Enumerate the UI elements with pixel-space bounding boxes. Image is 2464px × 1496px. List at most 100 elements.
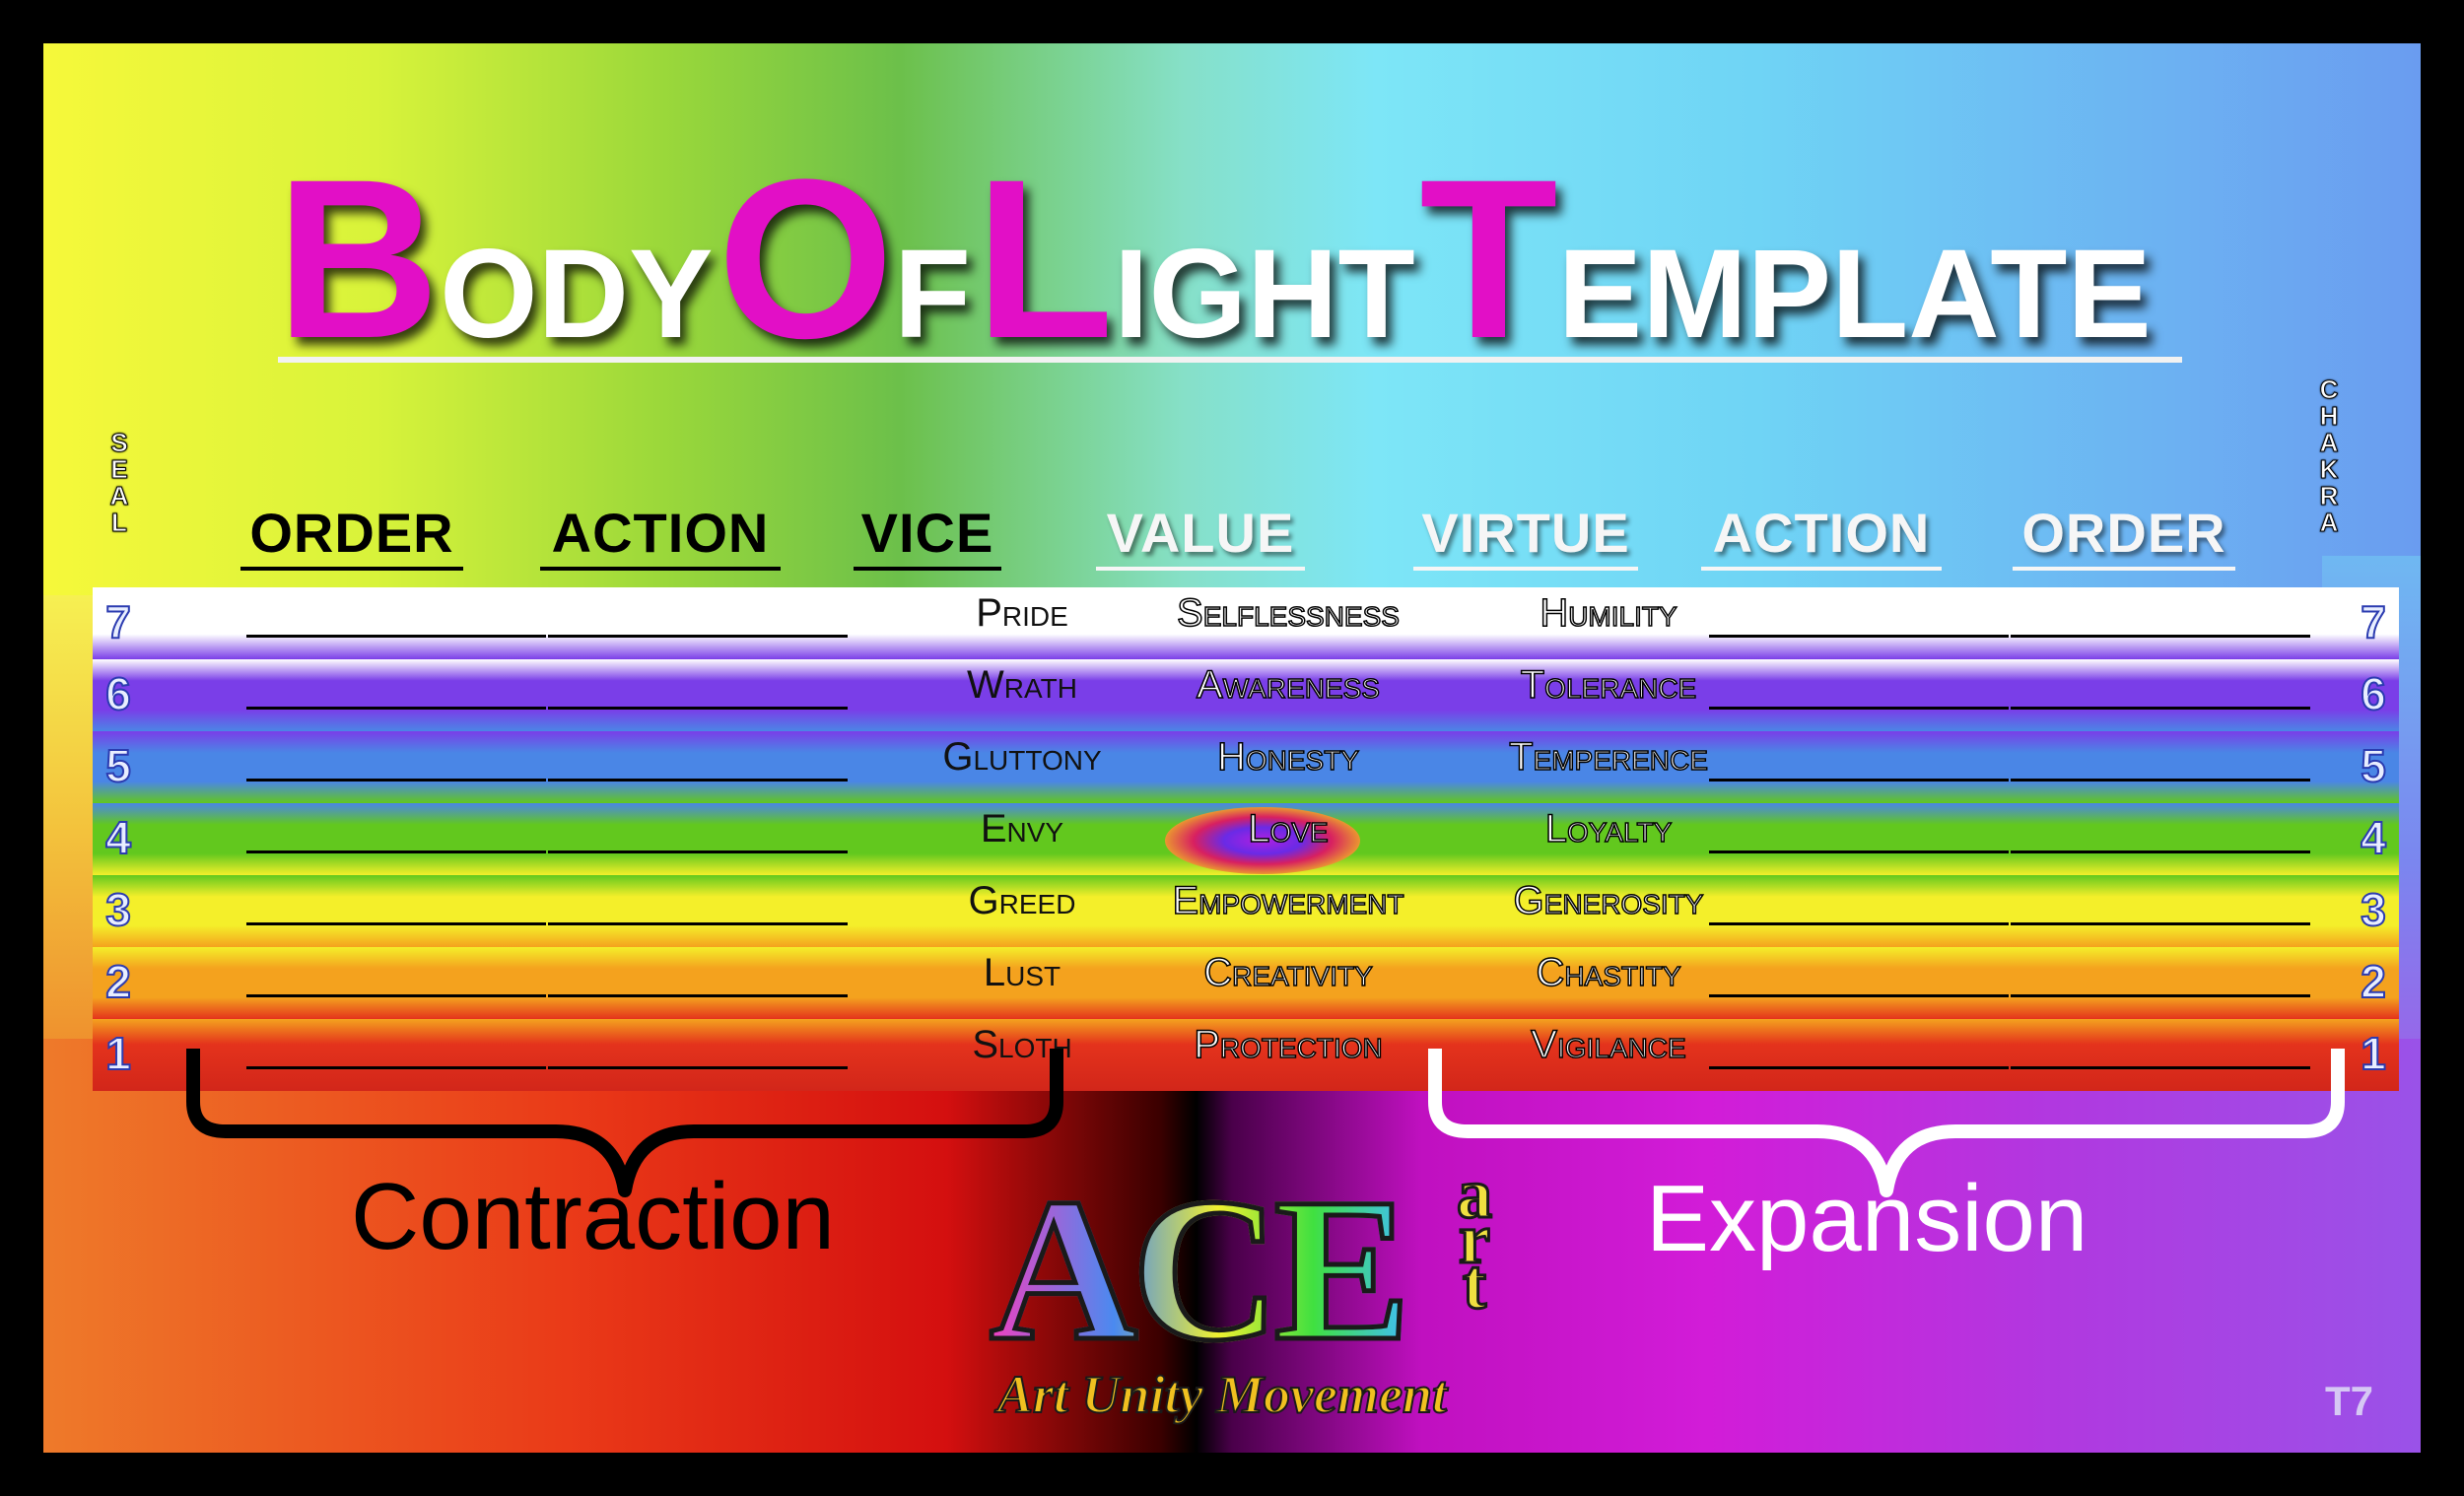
chakra-letter: K [2319, 454, 2339, 484]
contraction-brace [186, 1049, 1063, 1197]
right-order-blank[interactable] [2011, 707, 2310, 710]
left-order-blank[interactable] [246, 922, 546, 925]
seal-letter: A [109, 481, 129, 510]
left-action-blank[interactable] [548, 1066, 848, 1069]
right-order-blank[interactable] [2011, 779, 2310, 782]
right-action-blank[interactable] [1709, 1066, 2009, 1069]
chakra-number: 1 [2360, 1027, 2387, 1080]
seal-number: 1 [104, 1027, 132, 1080]
vice-cell: Wrath [967, 663, 1077, 707]
virtue-cell: Loyalty [1544, 806, 1673, 851]
vice-cell: Greed [968, 879, 1076, 922]
title-initial: O [717, 132, 894, 385]
title-word: IGHT [1113, 224, 1415, 365]
left-action-blank[interactable] [548, 635, 848, 638]
bottom-gradient [43, 1039, 2421, 1453]
left-action-blank[interactable] [548, 994, 848, 997]
virtue-cell: Vigilance [1531, 1022, 1687, 1067]
seal-letter: S [110, 428, 128, 457]
left-order-blank[interactable] [246, 779, 546, 782]
right-order-blank[interactable] [2011, 1066, 2310, 1069]
header-value: VALUE [1096, 501, 1305, 571]
left-action-blank[interactable] [548, 707, 848, 710]
vice-cell: Pride [976, 591, 1068, 635]
expansion-brace [1428, 1049, 2345, 1197]
page-title: BODY OF LIGHT TEMPLATE [276, 146, 2227, 382]
vice-cell: Gluttony [942, 735, 1102, 779]
vice-cell: Envy [980, 807, 1064, 850]
header-right-order: ORDER [2013, 501, 2235, 571]
chakra-number: 4 [2360, 811, 2387, 864]
chakra-letter: A [2319, 428, 2339, 457]
title-word: ODY [440, 224, 714, 365]
left-order-blank[interactable] [246, 1066, 546, 1069]
right-action-blank[interactable] [1709, 635, 2009, 638]
seal-letter: E [110, 454, 128, 484]
left-action-blank[interactable] [548, 850, 848, 853]
right-order-blank[interactable] [2011, 850, 2310, 853]
right-action-blank[interactable] [1709, 922, 2009, 925]
chakra-row: 4 4 Envy Love Loyalty [93, 803, 2399, 875]
right-action-blank[interactable] [1709, 994, 2009, 997]
seal-letter: L [111, 508, 128, 537]
left-order-blank[interactable] [246, 635, 546, 638]
left-order-blank[interactable] [246, 707, 546, 710]
chakra-number: 6 [2360, 667, 2387, 720]
value-cell: Awareness [1196, 662, 1380, 708]
right-action-blank[interactable] [1709, 850, 2009, 853]
right-order-blank[interactable] [2011, 994, 2310, 997]
expansion-label: Expansion [1646, 1166, 2088, 1271]
title-word: EMPLATE [1557, 224, 2152, 365]
love-highlight-oval [1165, 807, 1360, 874]
chakra-letter: A [2319, 508, 2339, 537]
vice-cell: Lust [983, 951, 1061, 994]
logo-main-text: ACE [987, 1156, 1412, 1383]
title-initial: T [1419, 132, 1558, 385]
seal-number: 4 [104, 811, 132, 864]
chakra-letter: R [2319, 481, 2339, 510]
title-initial: B [276, 132, 441, 385]
title-underline [278, 357, 2182, 363]
right-order-blank[interactable] [2011, 635, 2310, 638]
chakra-letter: H [2319, 401, 2339, 431]
virtue-cell: Humility [1540, 590, 1678, 636]
title-word: F [893, 224, 972, 365]
seal-number: 5 [104, 739, 132, 792]
right-action-blank[interactable] [1709, 707, 2009, 710]
header-left-action: ACTION [540, 501, 781, 571]
seal-number: 6 [104, 667, 132, 720]
chakra-number: 3 [2360, 883, 2387, 936]
left-order-blank[interactable] [246, 994, 546, 997]
virtue-cell: Chastity [1536, 950, 1682, 995]
right-action-blank[interactable] [1709, 779, 2009, 782]
seal-number: 2 [104, 955, 132, 1008]
value-cell: Empowerment [1172, 878, 1405, 923]
logo-art-letter: t [1462, 1245, 1488, 1324]
value-cell: Love [1248, 806, 1330, 851]
left-action-blank[interactable] [548, 922, 848, 925]
seal-number: 7 [104, 595, 132, 648]
value-cell: Creativity [1203, 950, 1374, 995]
virtue-cell: Temperence [1508, 734, 1708, 780]
chakra-number: 7 [2360, 595, 2387, 648]
left-order-blank[interactable] [246, 850, 546, 853]
chakra-number: 5 [2360, 739, 2387, 792]
left-action-blank[interactable] [548, 779, 848, 782]
title-initial: L [975, 132, 1114, 385]
seal-number: 3 [104, 883, 132, 936]
contraction-label: Contraction [351, 1164, 835, 1269]
right-order-blank[interactable] [2011, 922, 2310, 925]
header-vice: VICE [854, 501, 1001, 571]
header-left-order: ORDER [240, 501, 463, 571]
